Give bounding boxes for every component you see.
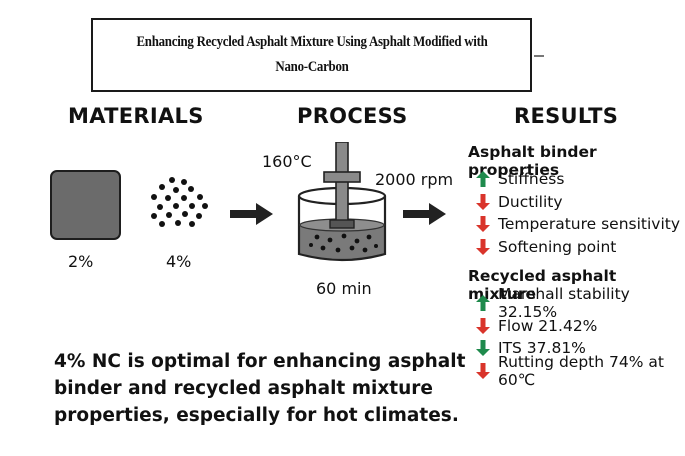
conclusion-text: 4% NC is optimal for enhancing asphalt b… <box>54 351 466 426</box>
result-item: Flow 21.42% <box>476 315 685 338</box>
result-item: ITS 37.81% <box>476 337 685 360</box>
result-item-label: Stiffness <box>498 170 565 189</box>
materials-heading: MATERIALS <box>68 104 204 128</box>
result-item-label: Softening point <box>498 237 617 256</box>
result-item-label: ITS 37.81% <box>498 339 586 358</box>
arrow-right-icon <box>230 203 273 225</box>
result-item-label: Temperature sensitivity <box>498 215 681 234</box>
arrow-down-icon <box>476 238 490 255</box>
process-heading: PROCESS <box>297 104 408 128</box>
speed-label: 2000 rpm <box>375 170 454 189</box>
result-item: Temperature sensitivity <box>476 213 680 236</box>
result-item: Softening point <box>476 236 680 259</box>
result-item: Stiffness <box>476 168 680 191</box>
result-item: Rutting depth 74% at 60℃ <box>476 353 685 389</box>
title-box: Enhancing Recycled Asphalt Mixture Using… <box>91 18 532 92</box>
result-item-label: Flow 21.42% <box>498 316 598 335</box>
result-item-label: Rutting depth 74% at 60℃ <box>498 352 664 389</box>
arrow-up-icon <box>476 171 490 188</box>
title-dash-decoration <box>534 55 544 57</box>
results-heading: RESULTS <box>514 104 619 128</box>
particles-percent-label: 4% <box>166 252 192 271</box>
diagram-title: Enhancing Recycled Asphalt Mixture Using… <box>135 34 488 75</box>
result-item: Marshall stability 32.15% <box>476 285 685 321</box>
nano-carbon-block-icon <box>50 170 121 240</box>
block-percent-label: 2% <box>68 252 94 271</box>
temperature-label: 160°C <box>262 152 312 171</box>
arrow-up-icon <box>476 295 490 312</box>
result-item: Ductility <box>476 191 680 214</box>
arrow-down-icon <box>476 216 490 233</box>
nano-particles-icon <box>151 177 208 227</box>
high-shear-mixer-icon <box>297 142 387 262</box>
mixture-properties-list: Marshall stability 32.15%Flow 21.42% ITS … <box>476 285 685 389</box>
arrow-down-icon <box>476 193 490 210</box>
result-item-label: Marshall stability 32.15% <box>498 285 630 322</box>
duration-label: 60 min <box>316 279 372 298</box>
arrow-down-icon <box>476 340 490 357</box>
binder-properties-title: Asphalt binder properties <box>468 143 597 179</box>
arrow-down-icon <box>476 317 490 334</box>
arrow-right-icon <box>403 203 446 225</box>
result-item-label: Ductility <box>498 192 563 211</box>
arrow-down-icon <box>476 362 490 379</box>
